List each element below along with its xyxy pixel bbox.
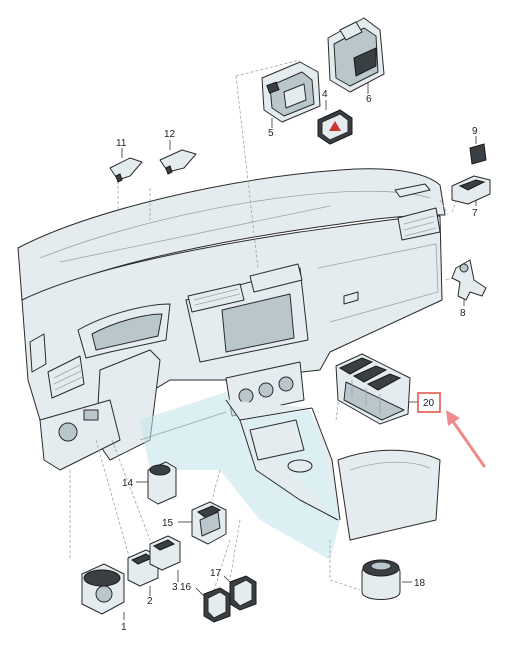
- label-part-5: 5: [268, 128, 274, 139]
- center-console: [139, 392, 441, 560]
- part-9-cover-cap: [469, 143, 487, 165]
- label-part-8: 8: [460, 308, 466, 319]
- label-part-17: 17: [210, 568, 222, 579]
- label-part-20: 20: [423, 398, 435, 409]
- label-part-16: 16: [180, 582, 192, 593]
- label-part-1: 1: [121, 622, 127, 633]
- label-part-9: 9: [472, 126, 478, 137]
- label-part-3: 3: [172, 582, 178, 593]
- label-part-18: 18: [414, 578, 426, 589]
- label-part-12: 12: [164, 129, 176, 140]
- dashboard-body: [17, 168, 446, 471]
- part-12-trim-cover: [159, 149, 197, 175]
- part-20-switch-panel: [335, 353, 411, 425]
- part-11-trim-cover: [109, 157, 143, 183]
- pointer-arrow: [446, 410, 486, 468]
- label-part-2: 2: [147, 596, 153, 607]
- label-part-15: 15: [162, 518, 174, 529]
- label-part-14: 14: [122, 478, 134, 489]
- part-18-rotary-switch: [361, 559, 401, 600]
- label-part-7: 7: [472, 208, 478, 219]
- part-6-switch-housing: [327, 17, 385, 93]
- part-1-light-switch: [81, 563, 125, 615]
- label-part-4: 4: [322, 89, 328, 100]
- part-17-switch: [229, 575, 257, 611]
- leader-lines: [69, 59, 463, 591]
- part-15-switch: [191, 501, 227, 545]
- part-7-usb-socket: [451, 175, 491, 205]
- part-3-switch: [149, 535, 181, 571]
- part-8-bracket: [451, 259, 487, 301]
- label-part-11: 11: [116, 138, 127, 149]
- part-4-hazard-switch: [317, 109, 353, 145]
- part-5-switch-module: [261, 61, 321, 123]
- part-14-socket: [147, 461, 177, 505]
- part-20-highlight-box: [417, 392, 441, 413]
- label-part-6: 6: [366, 94, 372, 105]
- part-16-switch: [203, 587, 231, 623]
